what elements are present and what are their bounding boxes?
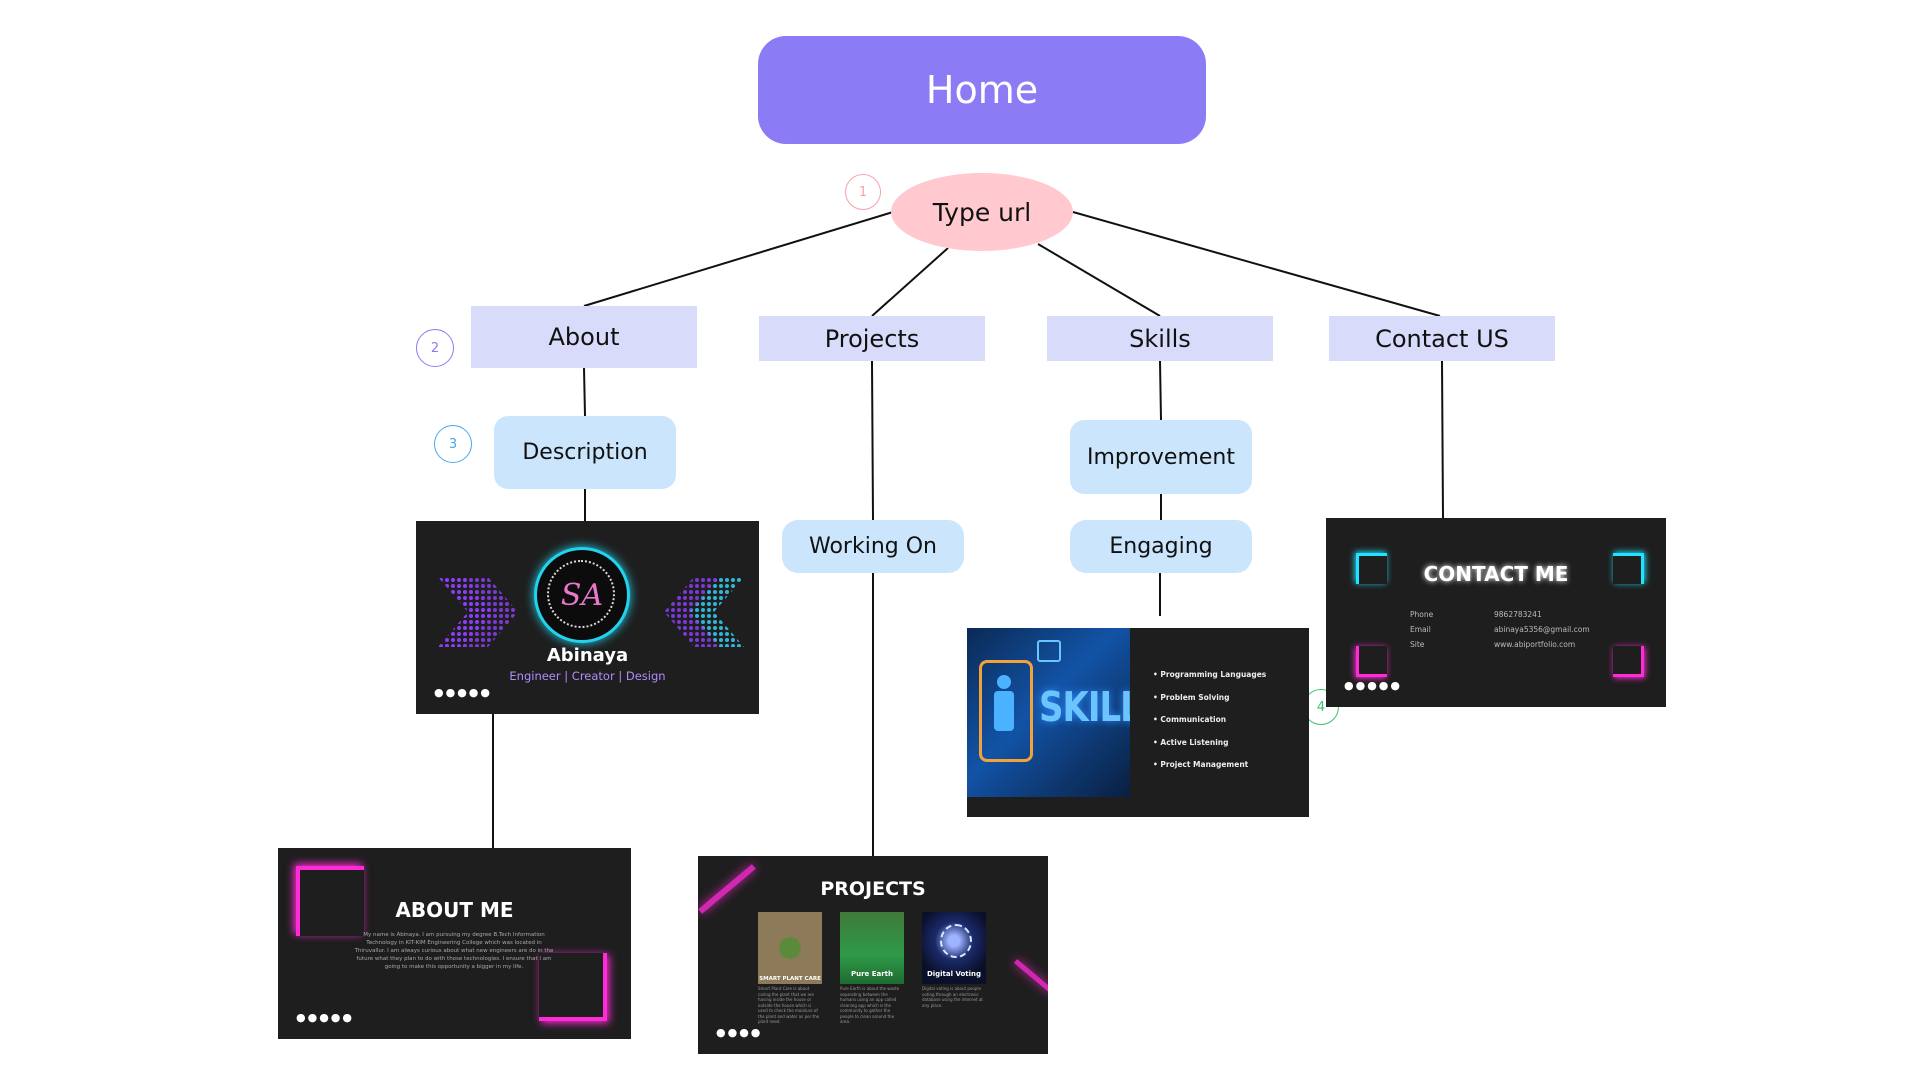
project-desc: Pure Earth is about the waste separating… [840, 986, 900, 1024]
project-name: Digital Voting [926, 970, 982, 978]
skills-image: SKILLS [967, 628, 1130, 797]
project-name: SMART PLANT CARE [759, 976, 821, 982]
home-node[interactable]: Home [758, 36, 1206, 144]
wreath-icon [547, 560, 615, 628]
neon-corner-bottom-left [1356, 646, 1387, 677]
line-typeurl-projects [871, 247, 949, 317]
engaging-label: Engaging [1109, 534, 1213, 559]
engaging-node[interactable]: Engaging [1070, 520, 1252, 573]
neon-corner-top-left [296, 866, 364, 936]
chevron-right-decoration-icon [438, 577, 518, 647]
skills-node[interactable]: Skills [1047, 316, 1273, 361]
contact-node[interactable]: Contact US [1329, 316, 1555, 361]
neon-streak-right [1014, 959, 1048, 994]
step-marker-3: 3 [434, 425, 472, 463]
about-me-body: My name is Abinaya. I am pursuing my deg… [354, 932, 554, 970]
about-label: About [548, 323, 620, 351]
improvement-node[interactable]: Improvement [1070, 420, 1252, 494]
slide-dots: ●●●●● [1344, 679, 1402, 692]
project-desc: Smart Plant Care is about caring the pla… [758, 986, 820, 1024]
projects-slide[interactable]: PROJECTS SMART PLANT CARE Smart Plant Ca… [698, 856, 1048, 1054]
intro-slide[interactable]: SA Abinaya Engineer | Creator | Design ●… [416, 521, 759, 714]
slide-dots: ●●●●● [296, 1011, 354, 1024]
contact-label: Contact US [1375, 324, 1509, 353]
slide-dots: ●●●● [716, 1026, 763, 1039]
project-card[interactable]: SMART PLANT CARE Smart Plant Care is abo… [758, 912, 822, 1024]
project-name: Pure Earth [850, 970, 894, 978]
type-url-node[interactable]: Type url [891, 173, 1073, 251]
step-marker-1: 1 [845, 174, 881, 210]
line-projects-workingon [871, 360, 874, 521]
step-marker-4: 4 [1303, 689, 1339, 725]
intro-name: Abinaya [546, 645, 629, 666]
chevron-left-decoration-icon [664, 577, 744, 647]
skills-label: Skills [1129, 324, 1191, 353]
project-card[interactable]: Digital Voting Digital voting is about p… [922, 912, 986, 1024]
about-node[interactable]: About [471, 306, 697, 368]
neon-corner-bottom-right [1613, 646, 1644, 677]
type-url-label: Type url [932, 197, 1032, 227]
home-label: Home [925, 68, 1039, 112]
working-on-label: Working On [809, 534, 937, 559]
about-me-slide[interactable]: ABOUT ME My name is Abinaya. I am pursui… [278, 848, 631, 1039]
step-marker-2: 2 [416, 329, 454, 367]
step-number: 4 [1316, 699, 1326, 715]
improvement-label: Improvement [1087, 444, 1235, 470]
skills-image-text: SKILLS [1039, 684, 1130, 732]
skill-item: • Programming Languages [1153, 670, 1267, 679]
line-skills-improvement [1159, 360, 1162, 421]
slide-dots: ●●●●● [434, 686, 492, 699]
volunteers-photo: Pure Earth [840, 912, 904, 984]
skills-slide[interactable]: SKILLS • Programming Languages • Problem… [967, 628, 1309, 817]
about-me-title: ABOUT ME [395, 898, 514, 922]
project-desc: Digital voting is about people voting th… [922, 986, 983, 1008]
line-typeurl-skills [1037, 243, 1161, 317]
line-typeurl-about [583, 211, 894, 307]
project-card[interactable]: Pure Earth Pure Earth is about the waste… [840, 912, 904, 1024]
skill-item: • Problem Solving [1153, 692, 1230, 702]
projects-label: Projects [824, 324, 920, 353]
person-icon [979, 660, 1033, 762]
intro-tagline: Engineer | Creator | Design [509, 669, 666, 683]
projects-title: PROJECTS [820, 878, 926, 900]
neon-corner-bottom-right [539, 953, 607, 1021]
working-on-node[interactable]: Working On [782, 520, 964, 573]
neon-corner-top-left [1356, 553, 1387, 584]
neon-corner-top-right [1613, 553, 1644, 584]
projects-node[interactable]: Projects [759, 316, 985, 361]
step-number: 2 [430, 340, 440, 356]
plant-photo: SMART PLANT CARE [758, 912, 822, 984]
skill-item: • Communication [1153, 715, 1227, 724]
step-number: 3 [448, 436, 458, 452]
description-label: Description [522, 440, 648, 465]
fingerprint-photo: Digital Voting [922, 912, 986, 984]
contact-title: CONTACT ME [1423, 562, 1569, 586]
skill-item: • Project Management [1153, 760, 1249, 769]
skills-list: • Programming Languages • Problem Solvin… [1145, 670, 1266, 783]
monogram-logo: SA [534, 547, 630, 643]
line-contact-contactslide [1441, 360, 1444, 519]
line-about-description [583, 367, 586, 417]
description-node[interactable]: Description [494, 416, 676, 489]
step-number: 1 [858, 184, 868, 200]
skill-item: • Active Listening [1153, 737, 1229, 747]
chart-icon [1037, 640, 1061, 662]
fingerprint-icon [940, 924, 972, 958]
line-typeurl-contact [1072, 211, 1441, 317]
